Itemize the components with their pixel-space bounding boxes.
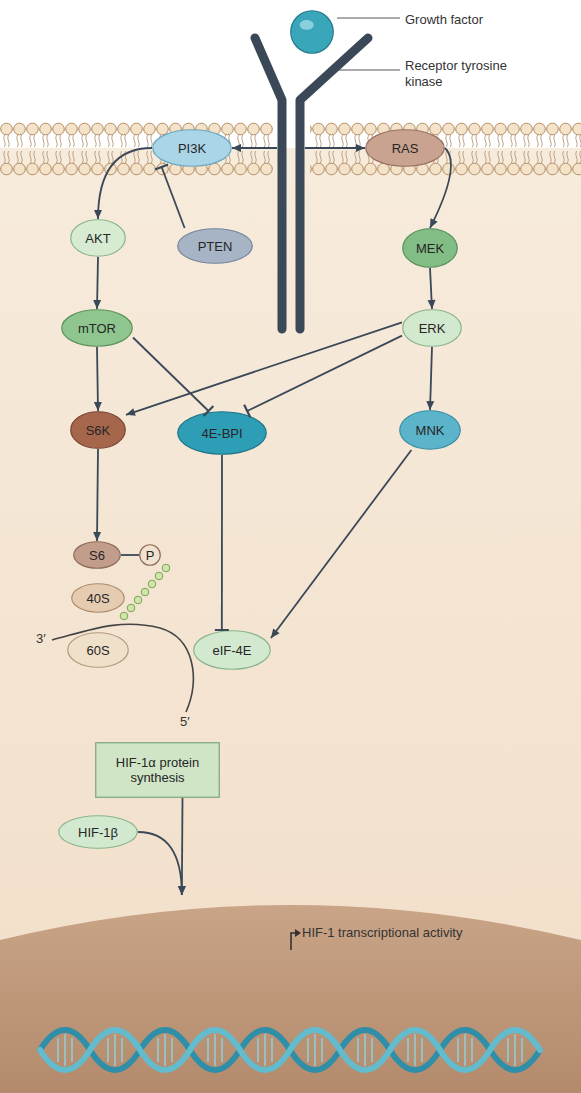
protein-ellipse: PI3K xyxy=(152,129,232,167)
arrow-connector xyxy=(428,268,436,309)
node-label: mTOR xyxy=(78,321,116,336)
strand-end-label: 5′ xyxy=(180,714,190,729)
protein-ellipse: eIF-4E xyxy=(193,630,271,670)
process-box: HIF-1α protein synthesis xyxy=(95,742,220,798)
strand-end-label: 3′ xyxy=(36,631,46,646)
arrow-connector xyxy=(94,148,152,219)
protein-ellipse: 4E-BPI xyxy=(177,411,267,455)
node-label: P xyxy=(146,548,155,563)
nucleus-band xyxy=(0,895,581,1093)
arrow-connector xyxy=(126,322,402,415)
transcription-arrow-head xyxy=(295,929,301,937)
transcription-arrow xyxy=(291,933,296,950)
node-label: MEK xyxy=(416,241,444,256)
protein-ellipse: S6K xyxy=(70,411,126,449)
node-label: 4E-BPI xyxy=(201,426,242,441)
receptor-shape: Receptor tyrosine kinase xyxy=(277,100,305,332)
node-label: HIF-1α protein synthesis xyxy=(95,755,220,785)
node-label: S6 xyxy=(89,548,105,563)
arrow-connector xyxy=(271,450,411,638)
arrow-connector xyxy=(426,347,434,410)
phosphate-circle: P xyxy=(139,544,161,566)
protein-ellipse: ERK xyxy=(402,309,462,347)
arrow-connector xyxy=(430,148,451,228)
callout-label: Receptor tyrosine kinase xyxy=(405,58,535,90)
protein-ellipse: mTOR xyxy=(61,309,133,347)
node-label: 40S xyxy=(86,591,109,606)
ribosome-subunit: 40S xyxy=(71,583,125,613)
protein-ellipse: PTEN xyxy=(177,228,253,264)
inhibition-connector xyxy=(133,338,213,417)
cytoplasm xyxy=(0,148,581,1093)
inhibition-connector xyxy=(215,455,229,630)
node-label: AKT xyxy=(85,231,110,246)
arrow-connector xyxy=(305,144,365,152)
leader-line xyxy=(337,18,400,19)
protein-ellipse: HIF-1β xyxy=(58,815,138,849)
leader-line xyxy=(338,70,400,71)
peptide-chain xyxy=(120,564,170,620)
node-label: eIF-4E xyxy=(212,643,251,658)
protein-ellipse: MNK xyxy=(399,410,461,450)
protein-ellipse: MEK xyxy=(402,228,458,268)
protein-ellipse: S6 xyxy=(73,541,121,569)
arrow-connector xyxy=(94,347,102,411)
node-label: PTEN xyxy=(198,239,233,254)
protein-ellipse: AKT xyxy=(70,219,126,257)
callout-label: Growth factor xyxy=(405,12,555,28)
ligand-circle xyxy=(290,10,334,54)
arrow-connector xyxy=(178,798,186,895)
protein-ellipse: RAS xyxy=(365,129,445,167)
node-label: ERK xyxy=(419,321,446,336)
callout-label: HIF-1 transcriptional activity xyxy=(302,925,572,941)
receptor-shape xyxy=(277,100,305,332)
arrow-connector xyxy=(93,449,101,541)
lipid-bilayer xyxy=(310,122,581,176)
ligand-circle: Growth factor xyxy=(290,10,334,54)
node-label: 60S xyxy=(86,643,109,658)
arrow-connector xyxy=(138,832,186,895)
lipid-bilayer xyxy=(0,122,273,176)
nucleus-band: HIF-1 transcriptional activity xyxy=(0,895,581,1093)
mrna-strand xyxy=(52,624,193,712)
inhibition-connector xyxy=(244,336,402,418)
node-label: RAS xyxy=(392,141,419,156)
ribosome-subunit: 60S xyxy=(67,632,129,668)
inhibition-connector xyxy=(155,165,185,228)
arrow-connector xyxy=(93,257,101,309)
dna-helix xyxy=(40,1030,540,1070)
node-label: HIF-1β xyxy=(78,825,118,840)
node-label: S6K xyxy=(86,423,111,438)
node-label: MNK xyxy=(416,423,445,438)
node-label: PI3K xyxy=(178,141,206,156)
arrow-connector xyxy=(121,555,139,556)
arrow-connector xyxy=(232,144,277,152)
